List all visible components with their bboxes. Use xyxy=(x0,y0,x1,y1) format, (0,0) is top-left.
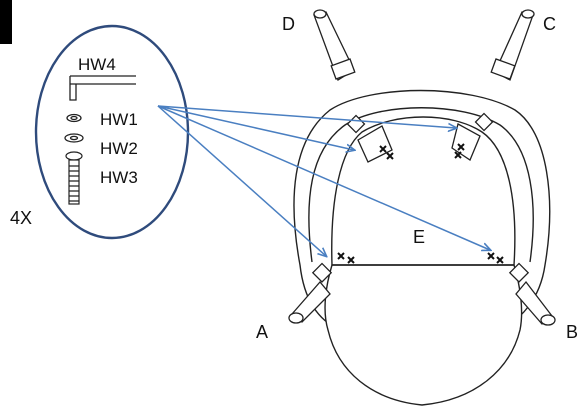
allen-key-icon xyxy=(69,75,136,101)
hw2-label: HW2 xyxy=(100,139,138,158)
seat-label: E xyxy=(413,227,425,247)
corner-block xyxy=(0,0,12,44)
bracket-right xyxy=(451,112,494,161)
quantity-label: 4X xyxy=(10,208,32,228)
arrow-to-back-left xyxy=(157,105,354,150)
arrow-to-front-right xyxy=(157,105,490,250)
flat-washer-icon xyxy=(64,133,84,143)
leg-b-label: B xyxy=(566,322,578,342)
hw4-label: HW4 xyxy=(78,55,116,74)
leg-c xyxy=(490,9,535,81)
leg-a xyxy=(288,262,333,324)
pointer-arrows xyxy=(157,105,490,256)
arrow-to-front-left xyxy=(157,105,326,256)
hw1-label: HW1 xyxy=(100,110,138,129)
leg-c-label: C xyxy=(543,14,556,34)
leg-b xyxy=(508,262,556,326)
hw3-label: HW3 xyxy=(100,168,138,187)
leg-a-label: A xyxy=(256,322,268,342)
lock-washer-icon xyxy=(66,113,82,123)
leg-d xyxy=(313,9,356,81)
bolt-marks xyxy=(337,143,504,264)
seat-cushion xyxy=(324,264,523,406)
arrow-to-back-right xyxy=(157,105,456,128)
bolt-icon xyxy=(65,151,83,205)
leg-d-label: D xyxy=(282,14,295,34)
